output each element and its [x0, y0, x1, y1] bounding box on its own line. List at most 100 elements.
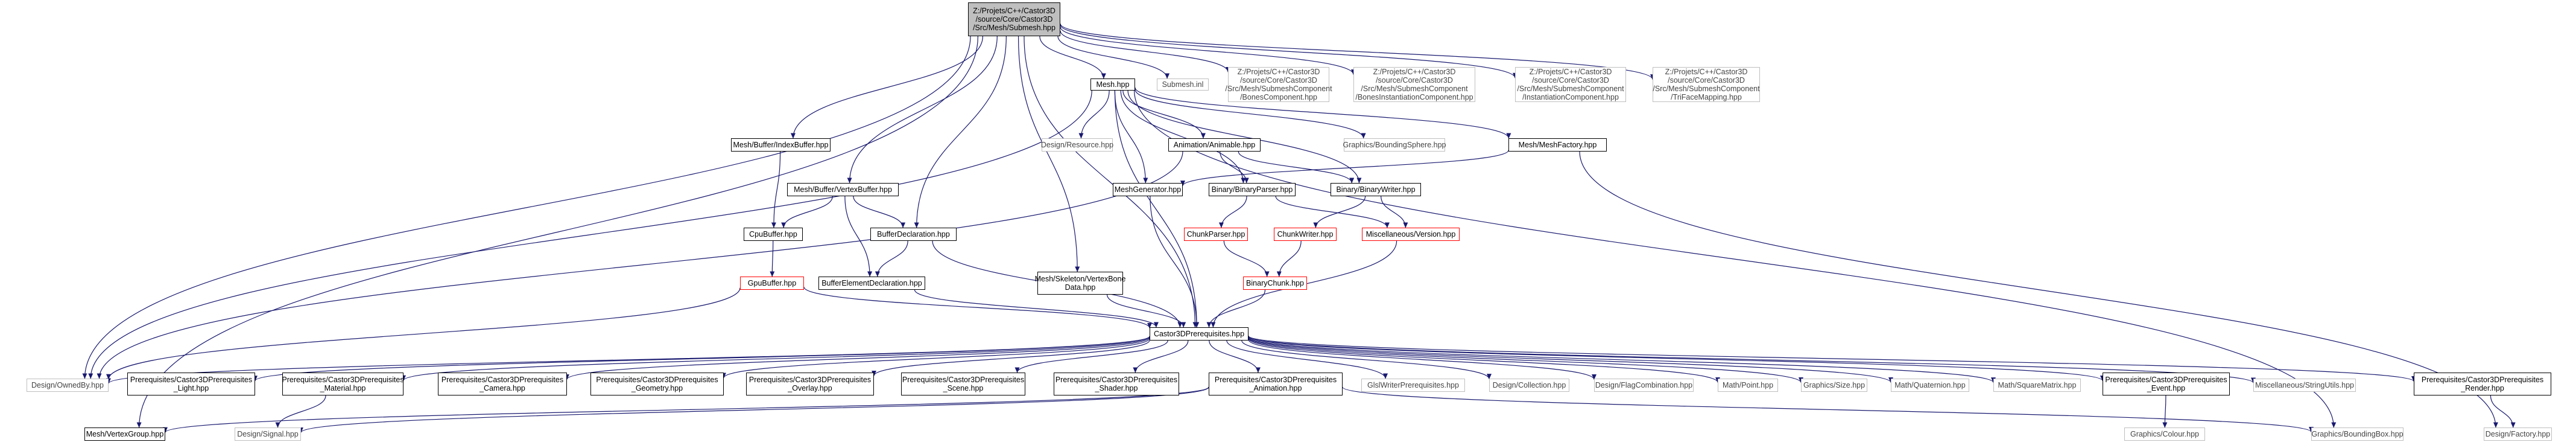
edge-c3d_prereq-to-math_quaternion: [1248, 337, 1893, 383]
edge-c3d_prereq-to-pr_geometry: [721, 338, 1150, 379]
node-string-utils: Miscellaneous/StringUtils.hpp: [2253, 379, 2356, 392]
node-c3d-prereq[interactable]: Castor3DPrerequisites.hpp: [1150, 327, 1248, 341]
edge-submesh-to-vertex_buffer: [847, 36, 998, 184]
edge-c3d_prereq-to-pr_light: [253, 336, 1150, 382]
edge-vertex_buffer-to-buffer_decl: [853, 196, 906, 228]
edge-binary_writer-to-chunk_writer: [1313, 196, 1366, 228]
edge-pr_material-to-design_signal: [275, 395, 326, 428]
edge-c3d_prereq-to-math_point: [1248, 338, 1720, 383]
edge-mesh-to-bounding_sphere: [1135, 89, 1366, 139]
edge-mesh-to-binary_parser: [1120, 90, 1246, 184]
node-inst-comp: Z:/Projets/C++/Castor3D /source/Core/Cas…: [1515, 67, 1626, 102]
edge-mesh-to-design_resource: [1078, 90, 1110, 139]
edge-animable-to-binary_parser: [1220, 151, 1249, 184]
edge-c3d_prereq-to-pr_scene: [1014, 340, 1168, 373]
node-glsl-writer: GlslWriterPrerequisites.hpp: [1361, 379, 1465, 392]
node-pr-geometry[interactable]: Prerequisites/Castor3DPrerequisites _Geo…: [590, 373, 724, 395]
edge-mesh-to-bounding_box: [1134, 90, 2337, 428]
node-bounding-box: Graphics/BoundingBox.hpp: [2311, 427, 2404, 441]
edge-animable-to-owned_by: [97, 151, 1183, 379]
edge-binary_parser-to-misc_version: [1275, 196, 1390, 228]
node-vertex-buffer[interactable]: Mesh/Buffer/VertexBuffer.hpp: [787, 183, 899, 196]
edge-pr_animation-to-bounding_box: [1342, 386, 2314, 432]
node-tri-face: Z:/Projets/C++/Castor3D /source/Core/Cas…: [1653, 67, 1760, 102]
node-binary-parser[interactable]: Binary/BinaryParser.hpp: [1209, 183, 1296, 196]
node-pr-render[interactable]: Prerequisites/Castor3DPrerequisites _Ren…: [2414, 373, 2551, 395]
edge-mesh-to-animable: [1122, 90, 1206, 139]
node-animable[interactable]: Animation/Animable.hpp: [1168, 138, 1261, 152]
edge-submesh-to-skel_vertex: [1017, 36, 1080, 272]
edge-vertex_buffer-to-buffer_elem: [844, 196, 873, 277]
edge-submesh-to-inst_comp: [1060, 24, 1517, 78]
node-chunk-writer[interactable]: ChunkWriter.hpp: [1274, 228, 1337, 241]
edge-c3d_prereq-to-pr_material: [401, 336, 1150, 381]
edge-cpu_buffer-to-gpu_buffer: [770, 240, 775, 277]
edge-vertex_buffer-to-cpu_buffer: [781, 196, 833, 228]
edge-submesh-to-bones_comp: [1060, 30, 1230, 72]
edge-binary_parser-to-chunk_parser: [1218, 196, 1247, 228]
node-design-signal: Design/Signal.hpp: [235, 427, 301, 441]
node-flag-combination: Design/FlagCombination.hpp: [1594, 379, 1694, 392]
node-graphics-colour: Graphics/Colour.hpp: [2124, 427, 2205, 441]
edge-c3d_prereq-to-pr_render: [1248, 335, 2416, 382]
edge-pr_animation-to-vertex_group: [163, 386, 1209, 433]
node-gpu-buffer[interactable]: GpuBuffer.hpp: [740, 277, 804, 290]
node-pr-material[interactable]: Prerequisites/Castor3DPrerequisites _Mat…: [282, 373, 404, 395]
edge-mesh-to-c3d_prereq: [1114, 90, 1200, 328]
node-pr-scene[interactable]: Prerequisites/Castor3DPrerequisites _Sce…: [901, 373, 1025, 395]
edge-buffer_elem-to-c3d_prereq: [914, 289, 1159, 328]
node-bones-comp: Z:/Projets/C++/Castor3D /source/Core/Cas…: [1225, 67, 1332, 102]
node-mesh-generator[interactable]: MeshGenerator.hpp: [1113, 183, 1183, 196]
edge-binary_writer-to-misc_version: [1381, 196, 1408, 228]
edge-c3d_prereq-to-pr_overlay: [872, 340, 1150, 376]
edge-buffer_decl-to-buffer_elem: [875, 240, 908, 277]
node-chunk-parser[interactable]: ChunkParser.hpp: [1184, 228, 1248, 241]
node-pr-animation[interactable]: Prerequisites/Castor3DPrerequisites _Ani…: [1209, 373, 1343, 395]
node-vertex-group[interactable]: Mesh/VertexGroup.hpp: [84, 427, 165, 441]
edge-c3d_prereq-to-flag_combination: [1248, 339, 1597, 380]
node-pr-camera[interactable]: Prerequisites/Castor3DPrerequisites _Cam…: [438, 373, 567, 395]
edge-mesh-to-binary_writer: [1127, 90, 1362, 184]
node-binary-chunk[interactable]: BinaryChunk.hpp: [1243, 277, 1307, 290]
node-pr-event[interactable]: Prerequisites/Castor3DPrerequisites _Eve…: [2103, 373, 2230, 395]
edge-c3d_prereq-to-math_square: [1248, 336, 1996, 383]
node-math-square: Math/SquareMatrix.hpp: [1993, 379, 2081, 392]
node-buffer-elem[interactable]: BufferElementDeclaration.hpp: [818, 277, 925, 290]
edge-mesh_generator-to-c3d_prereq: [1150, 196, 1200, 328]
node-math-quaternion: Math/Quaternion.hpp: [1891, 379, 1969, 392]
edge-submesh-to-c3d_prereq: [1024, 36, 1198, 328]
node-pr-light[interactable]: Prerequisites/Castor3DPrerequisites _Lig…: [127, 373, 255, 395]
node-design-collection: Design/Collection.hpp: [1489, 379, 1569, 392]
edge-pr_animation-to-design_signal: [299, 387, 1209, 433]
node-index-buffer[interactable]: Mesh/Buffer/IndexBuffer.hpp: [731, 138, 831, 152]
edge-pr_event-to-graphics_colour: [2162, 395, 2168, 428]
edge-submesh-to-mesh: [1039, 36, 1106, 79]
edge-index_buffer-to-cpu_buffer: [771, 151, 781, 228]
node-pr-shader[interactable]: Prerequisites/Castor3DPrerequisites _Sha…: [1054, 373, 1179, 395]
edge-submesh-to-vertex_group: [136, 36, 978, 428]
node-skel-vertex[interactable]: Mesh/Skeleton/VertexBone Data.hpp: [1035, 272, 1125, 295]
node-math-point: Math/Point.hpp: [1718, 379, 1778, 392]
edge-c3d_prereq-to-pr_event: [1248, 336, 2105, 382]
edge-mesh-to-mesh_generator: [1114, 90, 1148, 184]
node-design-resource: Design/Resource.hpp: [1041, 138, 1113, 152]
node-bounding-sphere: Graphics/BoundingSphere.hpp: [1343, 138, 1446, 152]
node-binary-writer[interactable]: Binary/BinaryWriter.hpp: [1331, 183, 1421, 196]
node-buffer-decl[interactable]: BufferDeclaration.hpp: [870, 228, 957, 241]
node-owned-by: Design/OwnedBy.hpp: [27, 379, 109, 392]
node-mesh-factory[interactable]: Mesh/MeshFactory.hpp: [1508, 138, 1607, 152]
edge-skel_vertex-to-c3d_prereq: [1106, 294, 1186, 328]
node-cpu-buffer[interactable]: CpuBuffer.hpp: [744, 228, 803, 241]
edge-c3d_prereq-to-pr_shader: [1133, 340, 1189, 373]
edge-chunk_parser-to-binary_chunk: [1223, 240, 1270, 277]
edge-c3d_prereq-to-pr_animation: [1209, 340, 1261, 373]
node-submesh[interactable]: Z:/Projets/C++/Castor3D /source/Core/Cas…: [968, 2, 1060, 36]
edge-binary_chunk-to-c3d_prereq: [1206, 289, 1266, 328]
edge-submesh-to-index_buffer: [791, 36, 983, 139]
node-mesh[interactable]: Mesh.hpp: [1090, 78, 1135, 91]
node-pr-overlay[interactable]: Prerequisites/Castor3DPrerequisites _Ove…: [746, 373, 874, 395]
node-misc-version[interactable]: Miscellaneous/Version.hpp: [1362, 228, 1460, 241]
node-design-factory: Design/Factory.hpp: [2484, 427, 2552, 441]
edge-animable-to-binary_writer: [1238, 151, 1355, 184]
